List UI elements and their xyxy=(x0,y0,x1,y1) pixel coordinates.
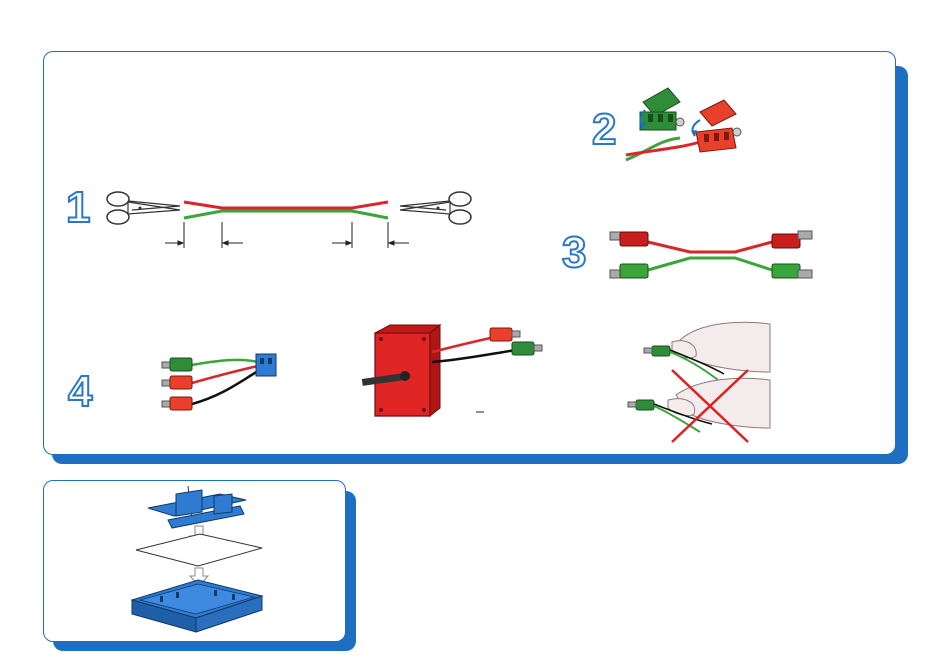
cut-markers xyxy=(165,222,409,248)
wire-with-plugs xyxy=(610,231,812,278)
storage-box-icon xyxy=(132,486,262,632)
hand-icon xyxy=(644,322,770,380)
motor-icon xyxy=(362,325,542,416)
connector-green-icon xyxy=(626,88,700,160)
connector-red-icon xyxy=(691,100,741,152)
scissors-icon xyxy=(107,192,180,224)
twin-wire xyxy=(184,202,388,218)
hand-icon xyxy=(628,378,770,432)
cable-bundle xyxy=(162,354,276,410)
scissors-icon xyxy=(400,192,471,224)
